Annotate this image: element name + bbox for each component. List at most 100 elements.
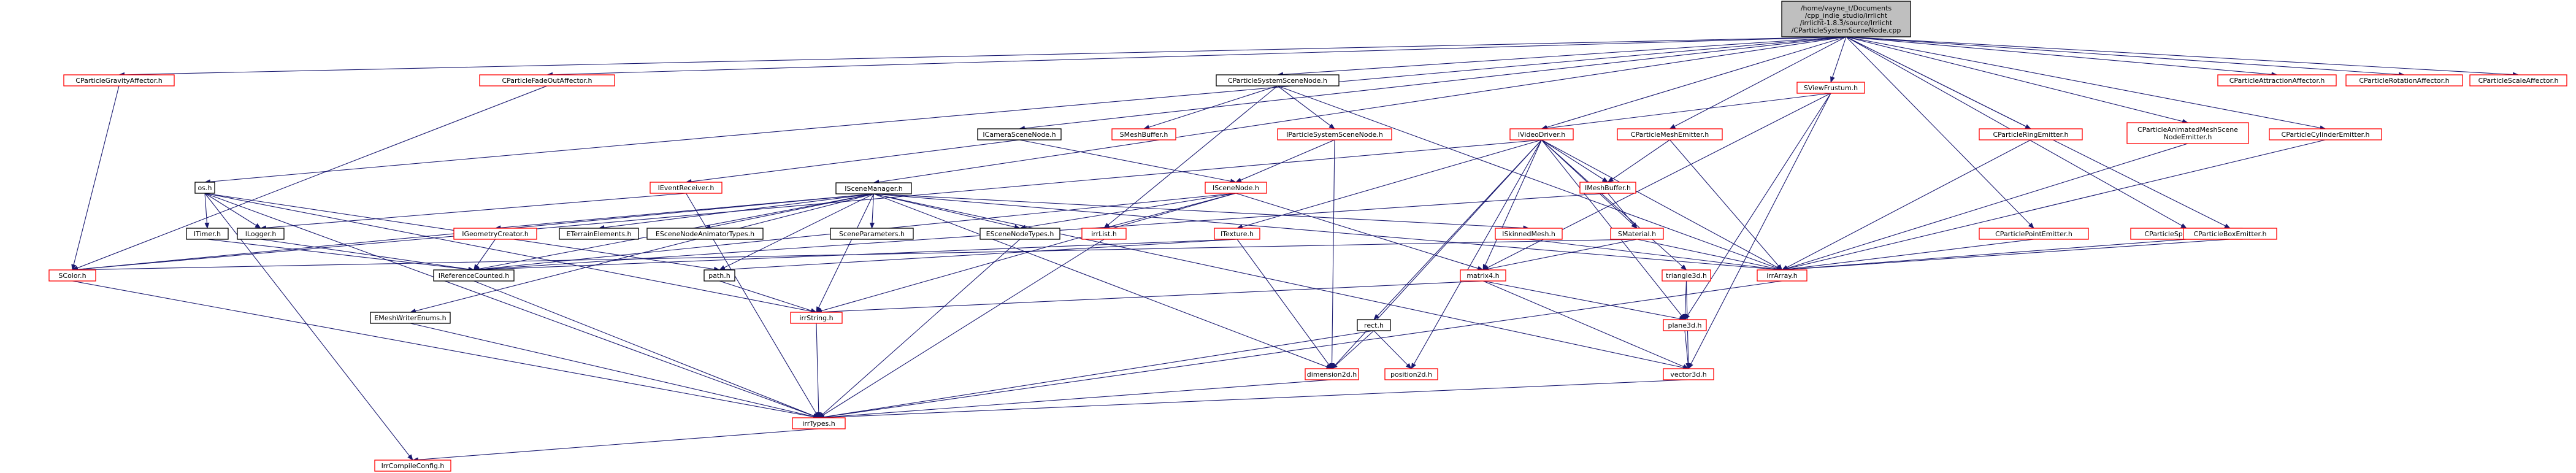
node-plane3d[interactable]: plane3d.h [1663, 319, 1707, 331]
node-label: irrList.h [1091, 230, 1117, 238]
edge-ipssn-to-iscenenode [1235, 139, 1335, 183]
node-label: plane3d.h [1668, 321, 1702, 329]
node-emeshwriter[interactable]: EMeshWriterEnums.h [370, 312, 451, 324]
node-label: rect.h [1364, 321, 1384, 329]
edge-camera-to-iscenenode [1019, 139, 1236, 184]
edge-root-to-animmesh [1846, 36, 2188, 124]
node-cylinder[interactable]: CParticleCylinderEmitter.h [2269, 128, 2382, 140]
node-irrtypes[interactable]: irrTypes.h [792, 417, 846, 429]
edge-iskinnedmesh-to-irrarray [1528, 239, 1783, 272]
node-sceneparams[interactable]: SceneParameters.h [830, 228, 914, 240]
edge-os-to-ilogger [204, 193, 261, 229]
edge-ivideodriver-to-dimension2d [1331, 139, 1542, 369]
node-box [2126, 122, 2249, 144]
node-label: ISceneManager.h [845, 185, 902, 193]
node-triangle3d[interactable]: triangle3d.h [1662, 269, 1711, 282]
node-rect[interactable]: rect.h [1357, 319, 1391, 331]
edge-camera-to-ieventreceiver [685, 139, 1020, 184]
edge-root-to-gravity [118, 36, 1847, 77]
node-smaterial[interactable]: SMaterial.h [1610, 228, 1664, 240]
node-box [1216, 74, 1340, 87]
node-irrarray[interactable]: irrArray.h [1757, 269, 1807, 282]
edge-sviewfrustum-to-plane3d [1684, 93, 1831, 320]
edge-ringemitter-to-irrarray [1781, 139, 2031, 271]
node-label: CParticleFadeOutAffector.h [502, 77, 592, 85]
node-escenenodetypes[interactable]: ESceneNodeTypes.h [979, 228, 1060, 240]
node-dimension2d[interactable]: dimension2d.h [1305, 368, 1359, 380]
edge-rect-to-dimension2d [1331, 330, 1374, 369]
node-label: ISceneNode.h [1213, 184, 1259, 192]
node-box [2217, 74, 2337, 87]
node-fadeout[interactable]: CParticleFadeOutAffector.h [479, 74, 615, 87]
node-box [1979, 128, 2083, 140]
node-irrcompile[interactable]: IrrCompileConfig.h [374, 460, 451, 472]
edge-pssn-to-ipssn [1277, 85, 1335, 129]
node-ipssn[interactable]: IParticleSystemSceneNode.h [1277, 128, 1392, 140]
node-scolor[interactable]: SColor.h [48, 269, 96, 282]
edge-rect-to-irrtypes [818, 330, 1374, 420]
node-ivideodriver[interactable]: IVideoDriver.h [1509, 128, 1574, 140]
node-root[interactable]: /home/vayne_t/Documents/cpp_indie_studio… [1781, 1, 1911, 37]
node-ieventreceiver[interactable]: IEventReceiver.h [650, 182, 723, 194]
node-pointemitter[interactable]: CParticlePointEmitter.h [1979, 228, 2089, 240]
node-box [186, 228, 229, 240]
node-ilogger[interactable]: ILogger.h [237, 228, 285, 240]
node-iskinnedmesh[interactable]: ISkinnedMesh.h [1495, 228, 1563, 240]
node-box [1979, 228, 2089, 240]
node-irrstring[interactable]: irrString.h [790, 312, 843, 324]
node-box [646, 228, 764, 240]
node-irrlist[interactable]: irrList.h [1081, 228, 1127, 240]
node-camera[interactable]: ICameraSceneNode.h [977, 128, 1062, 140]
edge-scolor-to-irrtypes [72, 280, 819, 420]
edge-ieventreceiver-to-irrtypes [686, 193, 819, 418]
node-path[interactable]: path.h [703, 269, 735, 282]
node-vector3d[interactable]: vector3d.h [1663, 368, 1714, 380]
node-gravity[interactable]: CParticleGravityAffector.h [63, 74, 175, 87]
node-attraction[interactable]: CParticleAttractionAffector.h [2217, 74, 2337, 87]
node-iscenenode[interactable]: ISceneNode.h [1205, 182, 1267, 194]
node-label: ESceneNodeAnimatorTypes.h [656, 230, 754, 238]
edge-meshemitter-to-irrarray [1669, 139, 1783, 271]
node-scale[interactable]: CParticleScaleAffector.h [2469, 74, 2567, 87]
node-sviewfrustum[interactable]: SViewFrustum.h [1796, 82, 1865, 94]
node-label: CParticleScaleAffector.h [2478, 77, 2559, 85]
edge-root-to-meshemitter [1669, 36, 1847, 129]
node-iscenemanager[interactable]: ISceneManager.h [835, 182, 912, 194]
node-label: IGeometryCreator.h [462, 230, 529, 238]
node-os[interactable]: os.h [194, 182, 215, 194]
node-box [1579, 182, 1636, 194]
node-label: CParticleSystemSceneNode.h [1228, 77, 1327, 85]
node-igeometry[interactable]: IGeometryCreator.h [453, 228, 537, 240]
node-itimer[interactable]: ITimer.h [186, 228, 229, 240]
node-meshemitter[interactable]: CParticleMeshEmitter.h [1617, 128, 1723, 140]
root-file-label-line: /irrlicht-1.8.3/source/Irrlicht [1800, 19, 1893, 27]
node-label: IEventReceiver.h [658, 184, 715, 192]
node-imeshbuffer[interactable]: IMeshBuffer.h [1579, 182, 1636, 194]
node-escenenodeanim[interactable]: ESceneNodeAnimatorTypes.h [646, 228, 764, 240]
node-position2d[interactable]: position2d.h [1384, 368, 1438, 380]
node-eterrain[interactable]: ETerrainElements.h [559, 228, 639, 240]
node-layer: /home/vayne_t/Documents/cpp_indie_studio… [48, 1, 2567, 472]
edge-itexture-to-dimension2d [1236, 239, 1333, 369]
node-box [1214, 228, 1260, 240]
node-label: irrTypes.h [802, 420, 835, 428]
node-rotation[interactable]: CParticleRotationAffector.h [2345, 74, 2463, 87]
node-box [977, 128, 1062, 140]
node-label: ESceneNodeTypes.h [986, 230, 1054, 238]
node-label: os.h [198, 184, 212, 192]
root-file-label-line: /home/vayne_t/Documents [1801, 4, 1892, 12]
node-boxemitter[interactable]: CParticleBoxEmitter.h [2183, 228, 2277, 240]
node-pssn[interactable]: CParticleSystemSceneNode.h [1216, 74, 1340, 87]
node-itexture[interactable]: ITexture.h [1214, 228, 1260, 240]
node-irefcounted[interactable]: IReferenceCounted.h [433, 269, 515, 282]
edge-path-to-irrstring [719, 280, 817, 313]
edge-animmesh-to-irrarray [1781, 143, 2188, 271]
node-matrix4[interactable]: matrix4.h [1460, 269, 1506, 282]
edge-ilogger-to-irefcounted [260, 239, 475, 272]
node-smeshbuffer[interactable]: SMeshBuffer.h [1111, 128, 1176, 140]
node-label: CParticlePointEmitter.h [1995, 230, 2072, 238]
node-box [433, 269, 515, 282]
node-box [1663, 368, 1714, 380]
node-ringemitter[interactable]: CParticleRingEmitter.h [1979, 128, 2083, 140]
